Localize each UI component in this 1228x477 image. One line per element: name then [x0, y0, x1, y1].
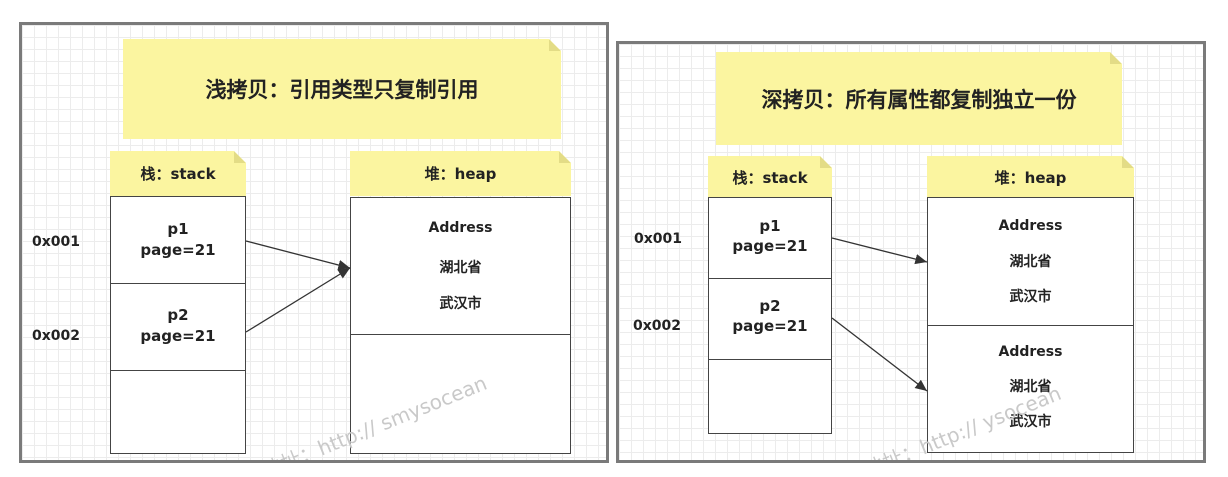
arrow-p1-to-address: [245, 240, 351, 271]
heap-label: 堆：heap: [350, 151, 571, 196]
stack-box: p1 page=21 p2 page=21: [110, 196, 246, 454]
deep-copy-panel: 深拷贝：所有属性都复制独立一份 栈：stack 堆：heap 0x001 0x0…: [616, 41, 1206, 463]
heap-object-title: Address: [428, 220, 493, 236]
heap-box: Address 湖北省 武汉市: [350, 197, 571, 454]
heap-object-province: 湖北省: [439, 260, 482, 276]
address-0x001: 0x001: [634, 231, 682, 247]
deep-copy-title: 深拷贝：所有属性都复制独立一份: [716, 52, 1122, 145]
heap-object-city: 武汉市: [1009, 414, 1052, 430]
stack-cell-p2-value: page=21: [140, 327, 216, 345]
heap-box: Address 湖北省 武汉市 Address 湖北省 武汉市: [927, 197, 1134, 453]
stack-box: p1 page=21 p2 page=21: [708, 197, 832, 434]
heap-empty: [351, 334, 570, 452]
arrow-p2-to-address: [245, 267, 351, 333]
arrow-p2-to-address-2: [831, 317, 928, 392]
stack-cell-p2-name: p2: [759, 297, 781, 315]
stack-cell-empty: [111, 370, 245, 452]
shallow-copy-title: 浅拷贝：引用类型只复制引用: [123, 39, 561, 139]
heap-label: 堆：heap: [927, 156, 1134, 199]
stack-cell-p2-name: p2: [167, 306, 189, 324]
stack-cell-p2-value: page=21: [732, 317, 808, 335]
heap-object-city: 武汉市: [1009, 289, 1052, 305]
stack-cell-p2: p2 page=21: [111, 283, 245, 371]
heap-object-title: Address: [998, 218, 1063, 234]
heap-object-province: 湖北省: [1009, 379, 1052, 395]
stack-cell-p1-name: p1: [759, 217, 781, 235]
stack-cell-empty: [709, 359, 831, 432]
heap-object-address: Address 湖北省 武汉市: [351, 198, 570, 335]
heap-object-title: Address: [998, 344, 1063, 360]
stack-cell-p2: p2 page=21: [709, 278, 831, 360]
heap-object-province: 湖北省: [1009, 254, 1052, 270]
stack-label: 栈：stack: [110, 151, 246, 196]
stack-cell-p1-value: page=21: [732, 237, 808, 255]
address-0x002: 0x002: [633, 318, 681, 334]
stack-cell-p1-name: p1: [167, 220, 189, 238]
stack-cell-p1: p1 page=21: [709, 198, 831, 279]
shallow-copy-panel: 浅拷贝：引用类型只复制引用 栈：stack 堆：heap 0x001 0x002…: [19, 22, 609, 463]
heap-object-city: 武汉市: [439, 296, 482, 312]
stack-label: 栈：stack: [708, 156, 832, 199]
heap-object-address-2: Address 湖北省 武汉市: [928, 325, 1133, 451]
arrow-p1-to-address-1: [831, 237, 928, 265]
stack-cell-p1-value: page=21: [140, 241, 216, 259]
heap-object-address-1: Address 湖北省 武汉市: [928, 198, 1133, 326]
address-0x001: 0x001: [32, 234, 80, 250]
stack-cell-p1: p1 page=21: [111, 197, 245, 284]
address-0x002: 0x002: [32, 328, 80, 344]
